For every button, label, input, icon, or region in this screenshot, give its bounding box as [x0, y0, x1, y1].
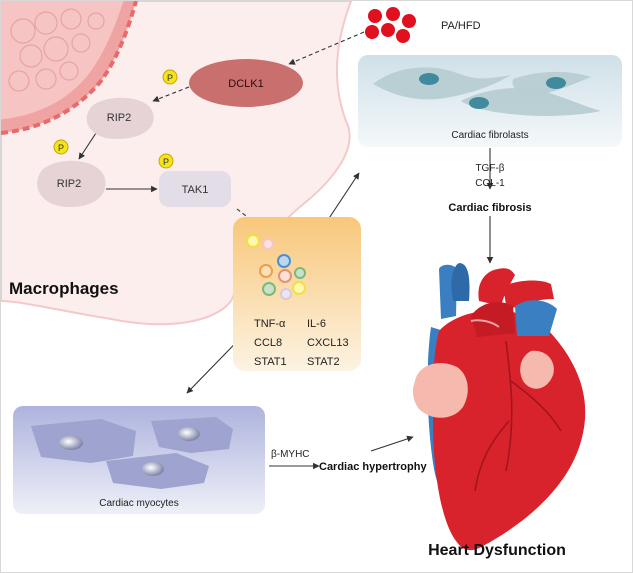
cytokine-list: TNF-α IL-6 CCL8 CXCL13 STAT1 STAT2 — [254, 318, 349, 368]
cytokine-il6: IL-6 — [307, 318, 326, 330]
arrow-rip2-to-rip2 — [78, 132, 97, 160]
cytokine-cxcl13: CXCL13 — [307, 337, 349, 349]
rip2-upper-label: RIP2 — [107, 112, 131, 124]
tak1-node: TAK1 P — [158, 153, 231, 207]
tak1-label: TAK1 — [182, 184, 209, 196]
cytokine-ccl8: CCL8 — [254, 337, 282, 349]
myocytes-label: Cardiac myocytes — [99, 498, 178, 509]
fibroblast-panel: Cardiac fibrolasts — [358, 55, 622, 147]
dclk1-node: DCLK1 P — [162, 59, 303, 107]
phospho-marker — [162, 69, 178, 85]
stimulus-dots — [365, 7, 416, 43]
heart-illustration — [412, 263, 586, 551]
cytokine-granules — [246, 234, 306, 300]
marker-tgf-beta: TGF-β — [475, 163, 504, 174]
rip2-lower-node: RIP2 P — [37, 139, 106, 208]
cardiac-hypertrophy-label: Cardiac hypertrophy — [319, 461, 427, 473]
pa-hfd-label: PA/HFD — [441, 20, 481, 32]
marker-beta-myhc: β-MYHC — [271, 449, 310, 460]
rip2-upper-node: RIP2 — [86, 97, 154, 139]
organelle — [1, 1, 138, 135]
dclk1-label: DCLK1 — [228, 78, 263, 90]
phospho-label: P — [163, 157, 169, 167]
phospho-marker — [53, 139, 69, 155]
fibroblasts-label: Cardiac fibrolasts — [451, 130, 528, 141]
cytokine-stat1: STAT1 — [254, 356, 287, 368]
cytokine-tnf: TNF-α — [254, 318, 286, 330]
cardiac-fibrosis-label: Cardiac fibrosis — [448, 202, 531, 214]
rip2-lower-label: RIP2 — [57, 178, 81, 190]
myocyte-panel: Cardiac myocytes — [13, 406, 265, 514]
heart-dysfunction-label: Heart Dysfunction — [428, 542, 566, 559]
marker-col-1: COL-1 — [475, 178, 505, 189]
phospho-marker — [158, 153, 174, 169]
phospho-label: P — [167, 73, 173, 83]
cytokine-stat2: STAT2 — [307, 356, 340, 368]
macrophages-label: Macrophages — [9, 279, 119, 298]
myocyte-cells — [31, 417, 233, 489]
fibroblast-cells — [373, 67, 601, 116]
arrow-hypertrophy-to-heart — [370, 435, 414, 452]
phospho-label: P — [58, 143, 64, 153]
cytokine-panel: TNF-α IL-6 CCL8 CXCL13 STAT1 STAT2 — [233, 217, 361, 371]
pa-hfd-stimulus: PA/HFD — [365, 7, 481, 43]
